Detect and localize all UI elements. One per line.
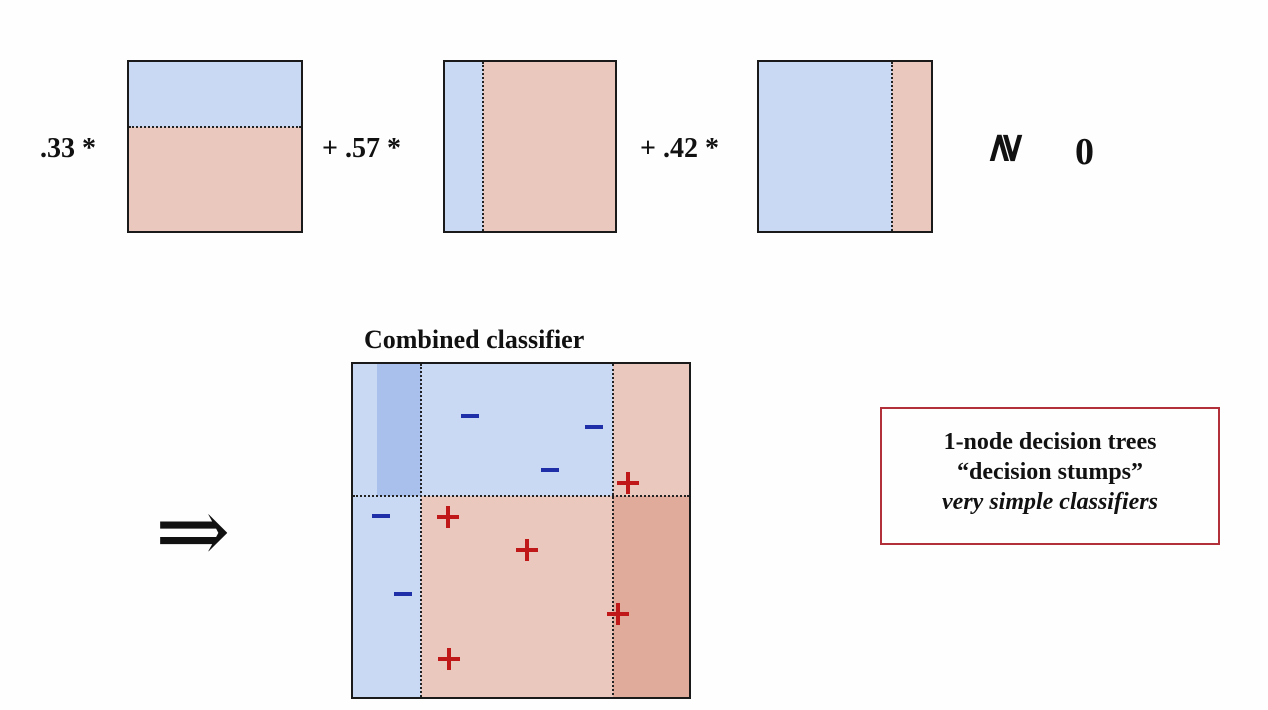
positive-example-marker <box>607 603 629 625</box>
combined-classifier-grid <box>351 362 691 699</box>
stump-3-vertical-split <box>757 60 933 233</box>
positive-example-marker <box>617 472 639 494</box>
combined-region-middle-top <box>421 364 613 496</box>
stump-3-positive-region <box>892 62 931 231</box>
combined-split-line-2 <box>612 364 614 697</box>
threshold-value: 0 <box>1075 131 1094 173</box>
comparison-symbol: ≷ <box>984 131 1030 165</box>
coefficient-2: + .57 * <box>322 133 401 164</box>
combined-split-line-3 <box>353 495 689 497</box>
stump-3-split-line <box>891 62 893 231</box>
stump-1-horizontal-split <box>127 60 303 233</box>
stump-2-split-line <box>482 62 484 231</box>
combined-classifier-title: Combined classifier <box>364 325 585 354</box>
stump-2-positive-region <box>483 62 615 231</box>
combined-region-middle-bottom <box>421 496 613 697</box>
stump-1-positive-region <box>129 127 301 231</box>
coefficient-1: .33 * <box>40 133 96 164</box>
note-line-1: 1-node decision trees <box>943 429 1157 455</box>
negative-example-marker <box>585 425 603 429</box>
stump-1-split-line <box>129 126 301 128</box>
combined-region-right-bottom-strong-positive <box>613 496 689 697</box>
combined-split-line-1 <box>420 364 422 697</box>
positive-example-marker <box>437 506 459 528</box>
decision-stumps-note: 1-node decision trees “decision stumps” … <box>880 407 1220 545</box>
negative-example-marker <box>372 514 390 518</box>
stump-2-vertical-split <box>443 60 617 233</box>
stump-1-negative-region <box>129 62 301 127</box>
negative-example-marker <box>461 414 479 418</box>
note-line-3: very simple classifiers <box>942 489 1158 515</box>
implies-arrow: ⇒ <box>155 483 231 582</box>
positive-example-marker <box>438 648 460 670</box>
positive-example-marker <box>516 539 538 561</box>
stump-2-negative-region <box>445 62 483 231</box>
negative-example-marker <box>394 592 412 596</box>
note-line-2: “decision stumps” <box>956 459 1144 485</box>
stump-3-negative-region <box>759 62 892 231</box>
negative-example-marker <box>541 468 559 472</box>
combined-region-left-top-strong-negative <box>377 364 421 496</box>
coefficient-3: + .42 * <box>640 133 719 164</box>
combined-region-right-top <box>613 364 689 496</box>
